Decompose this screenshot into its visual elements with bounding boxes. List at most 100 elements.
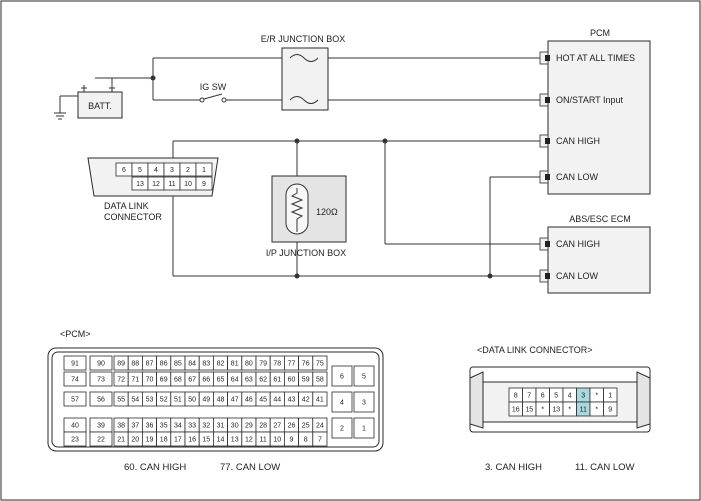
pcm-face-pin: 65 (217, 377, 225, 384)
dlc-face-pin: 3 (581, 393, 585, 400)
dlc-small-pin: 11 (168, 181, 175, 188)
dlc-label-line2: CONNECTOR (104, 212, 162, 222)
dlc-face-pin: 9 (608, 407, 612, 414)
pcm-face-pin: 10 (273, 437, 281, 444)
pcm-face-pin: 40 (71, 423, 79, 430)
pcm-face-pin: 21 (117, 437, 125, 444)
dlc-small-pin-cell (195, 176, 213, 191)
pcm-face-pin: 1 (362, 426, 366, 433)
pcm-face-pin: 70 (146, 377, 154, 384)
dlc-face-pin: * (595, 407, 598, 414)
pcm-face-pin: 43 (288, 397, 296, 404)
pcm-face-pin: 29 (245, 423, 253, 430)
dlc-face-pin: 13 (552, 407, 560, 414)
pcm-face-pin-cell (312, 371, 328, 387)
pcm-title: PCM (590, 28, 610, 38)
pcm-face-pin: 25 (302, 423, 310, 430)
pcm-pin-terminal (545, 55, 550, 61)
dlc-face-pin: * (568, 407, 571, 414)
pcm-face-pin: 4 (340, 400, 344, 407)
dlc-face-pin: 11 (580, 407, 587, 414)
pcm-face-pin: 23 (71, 437, 79, 444)
dlc-face-pin: 7 (527, 393, 531, 400)
pcm-face-pin: 89 (117, 361, 125, 368)
pcm-face-pin-cell (331, 365, 353, 387)
dlc-face-pin: 5 (554, 393, 558, 400)
pcm-face-pin: 6 (340, 374, 344, 381)
pcm-pin-terminal (545, 138, 550, 144)
pcm-face-pin-cell (63, 391, 87, 407)
pcm-face-pin-cell (89, 355, 113, 371)
pcm-face-pin: 30 (231, 423, 239, 430)
battery-label: BATT. (88, 101, 112, 111)
dlc-small-pin: 4 (154, 167, 158, 174)
pcm-face-pin: 7 (318, 437, 322, 444)
pcm-face-pin: 62 (259, 377, 267, 384)
dlc-face-pin: 16 (512, 407, 520, 414)
pcm-face-pin: 47 (231, 397, 239, 404)
dlc-caption-can-low: 11. CAN LOW (575, 462, 635, 473)
pcm-face-pin: 91 (71, 361, 79, 368)
pcm-face-pin: 55 (117, 397, 125, 404)
dlc-small-pin-cell (195, 162, 213, 177)
pcm-face-pin: 58 (316, 377, 324, 384)
er-junction-box-label: E/R JUNCTION BOX (261, 34, 346, 44)
pcm-face-pin: 17 (174, 437, 182, 444)
pcm-face-pin: 77 (288, 361, 296, 368)
pcm-face-pin: 41 (316, 397, 324, 404)
dlc-small-pin: 3 (170, 167, 174, 174)
pcm-pin-terminal (545, 174, 550, 180)
pcm-face-pin: 44 (273, 397, 281, 404)
ip-junction-box-label: I/P JUNCTION BOX (266, 248, 346, 258)
pcm-face-pin: 12 (245, 437, 253, 444)
pcm-face-pin-cell (63, 431, 87, 447)
pcm-face-pin: 35 (160, 423, 168, 430)
pcm-face-pin: 84 (188, 361, 196, 368)
pcm-face-pin: 75 (316, 361, 324, 368)
pcm-pin-label: ON/START Input (556, 95, 624, 105)
ig-sw-label: IG SW (200, 82, 227, 92)
pcm-face-pin: 60 (288, 377, 296, 384)
pcm-face-pin: 15 (202, 437, 210, 444)
pcm-face-pin: 61 (273, 377, 281, 384)
pcm-face-pin-cell (312, 355, 328, 371)
abs-pin-label: CAN LOW (556, 271, 599, 281)
pcm-face-pin: 73 (97, 377, 105, 384)
pcm-face-pin: 50 (188, 397, 196, 404)
pcm-face-pin: 36 (146, 423, 154, 430)
pcm-face-pin: 87 (146, 361, 154, 368)
pcm-face-pin-cell (89, 391, 113, 407)
pcm-face-pin: 56 (97, 397, 105, 404)
pcm-face-pin: 2 (340, 426, 344, 433)
dlc-face-pin: 1 (608, 393, 612, 400)
pcm-face-pin: 63 (245, 377, 253, 384)
dlc-small-pin: 2 (186, 167, 190, 174)
dlc-connector-face: <DATA LINK CONNECTOR> 3. CAN HIGH 11. CA… (469, 345, 651, 473)
pcm-pin-terminal (545, 97, 550, 103)
dlc-caption-can-high: 3. CAN HIGH (485, 462, 542, 473)
pcm-face-pin: 80 (245, 361, 253, 368)
pcm-face-pin-cell (63, 371, 87, 387)
pcm-face-pin: 26 (288, 423, 296, 430)
pcm-face-pin: 31 (217, 423, 225, 430)
pcm-face-pin: 45 (259, 397, 267, 404)
pcm-caption-can-low: 77. CAN LOW (220, 462, 280, 473)
dlc-small-pin: 1 (202, 167, 206, 174)
pcm-face-pin: 24 (316, 423, 324, 430)
pcm-face-pin: 5 (362, 374, 366, 381)
pcm-face-pin: 20 (131, 437, 139, 444)
dlc-connector-title: <DATA LINK CONNECTOR> (477, 345, 593, 355)
pcm-face-pin: 13 (231, 437, 239, 444)
pcm-face-pin: 8 (304, 437, 308, 444)
dlc-face-pin: 8 (514, 393, 518, 400)
dlc-face-pin: 4 (568, 393, 572, 400)
pcm-pin-label: CAN HIGH (556, 136, 600, 146)
pcm-face-pin: 52 (160, 397, 168, 404)
pcm-face-pin-cell (89, 431, 113, 447)
pcm-face-pin-cell (353, 391, 375, 413)
pcm-face-pin: 72 (117, 377, 125, 384)
